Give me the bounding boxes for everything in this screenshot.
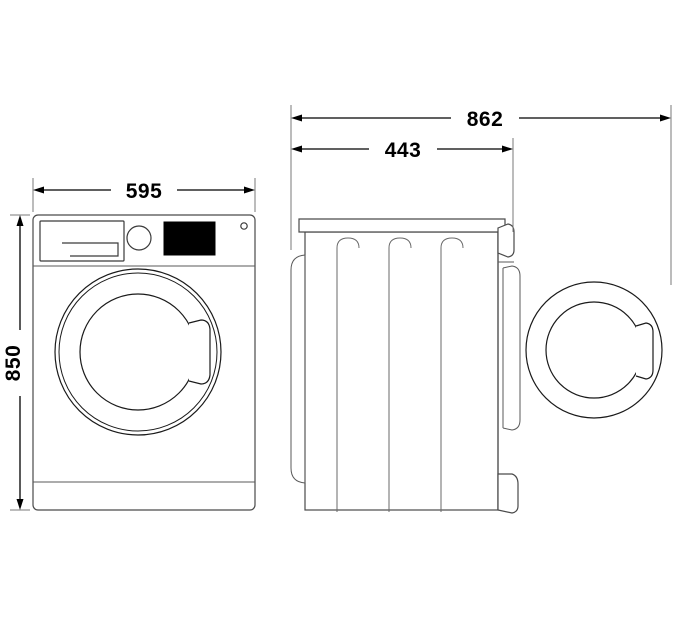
side-top-lid [298, 218, 506, 233]
dimension-label-width: 595 [126, 180, 163, 203]
side-door-edge [502, 265, 521, 431]
open-door-glass [545, 301, 643, 399]
dimension-label-height: 850 [2, 345, 25, 382]
side-rib-2 [388, 237, 412, 512]
height-label-mask [8, 330, 32, 396]
side-cabinet [304, 231, 499, 511]
side-base-plinth [497, 473, 519, 514]
dimension-label-depth-open: 862 [467, 108, 504, 131]
depth443-label-mask [369, 137, 437, 161]
side-back-panel [290, 254, 306, 484]
dimension-height-850: 850 [2, 214, 32, 511]
dimension-width-595: 595 [32, 178, 256, 212]
dimension-depth-862: 862 [290, 105, 672, 285]
program-knob[interactable] [126, 225, 152, 251]
dimension-depth-443: 443 [291, 137, 514, 232]
height-arrow-bottom [16, 499, 24, 510]
side-rib-1 [336, 237, 360, 512]
open-door [525, 281, 663, 419]
side-control-panel-edge [497, 223, 515, 258]
front-view: 595 850 [2, 178, 256, 511]
open-door-handle[interactable] [635, 322, 654, 380]
depth443-arrow-right [502, 145, 513, 153]
width-arrow-left [33, 186, 44, 194]
detergent-drawer-handle[interactable] [62, 242, 119, 257]
digital-display [163, 221, 216, 256]
side-view: 862 443 [290, 105, 672, 514]
depth862-arrow-right [660, 114, 671, 122]
depth862-label-mask [451, 106, 519, 130]
width-arrow-right [244, 186, 255, 194]
dimension-label-depth-body: 443 [385, 139, 422, 162]
depth443-arrow-left [291, 145, 302, 153]
width-label-mask [111, 178, 177, 202]
door-glass [79, 293, 197, 411]
height-arrow-top [16, 215, 24, 226]
door-outer-ring-inner [58, 272, 218, 432]
door-handle[interactable] [188, 319, 211, 385]
side-rib-3 [440, 237, 464, 512]
power-button[interactable] [240, 222, 248, 230]
depth862-arrow-left [291, 114, 302, 122]
